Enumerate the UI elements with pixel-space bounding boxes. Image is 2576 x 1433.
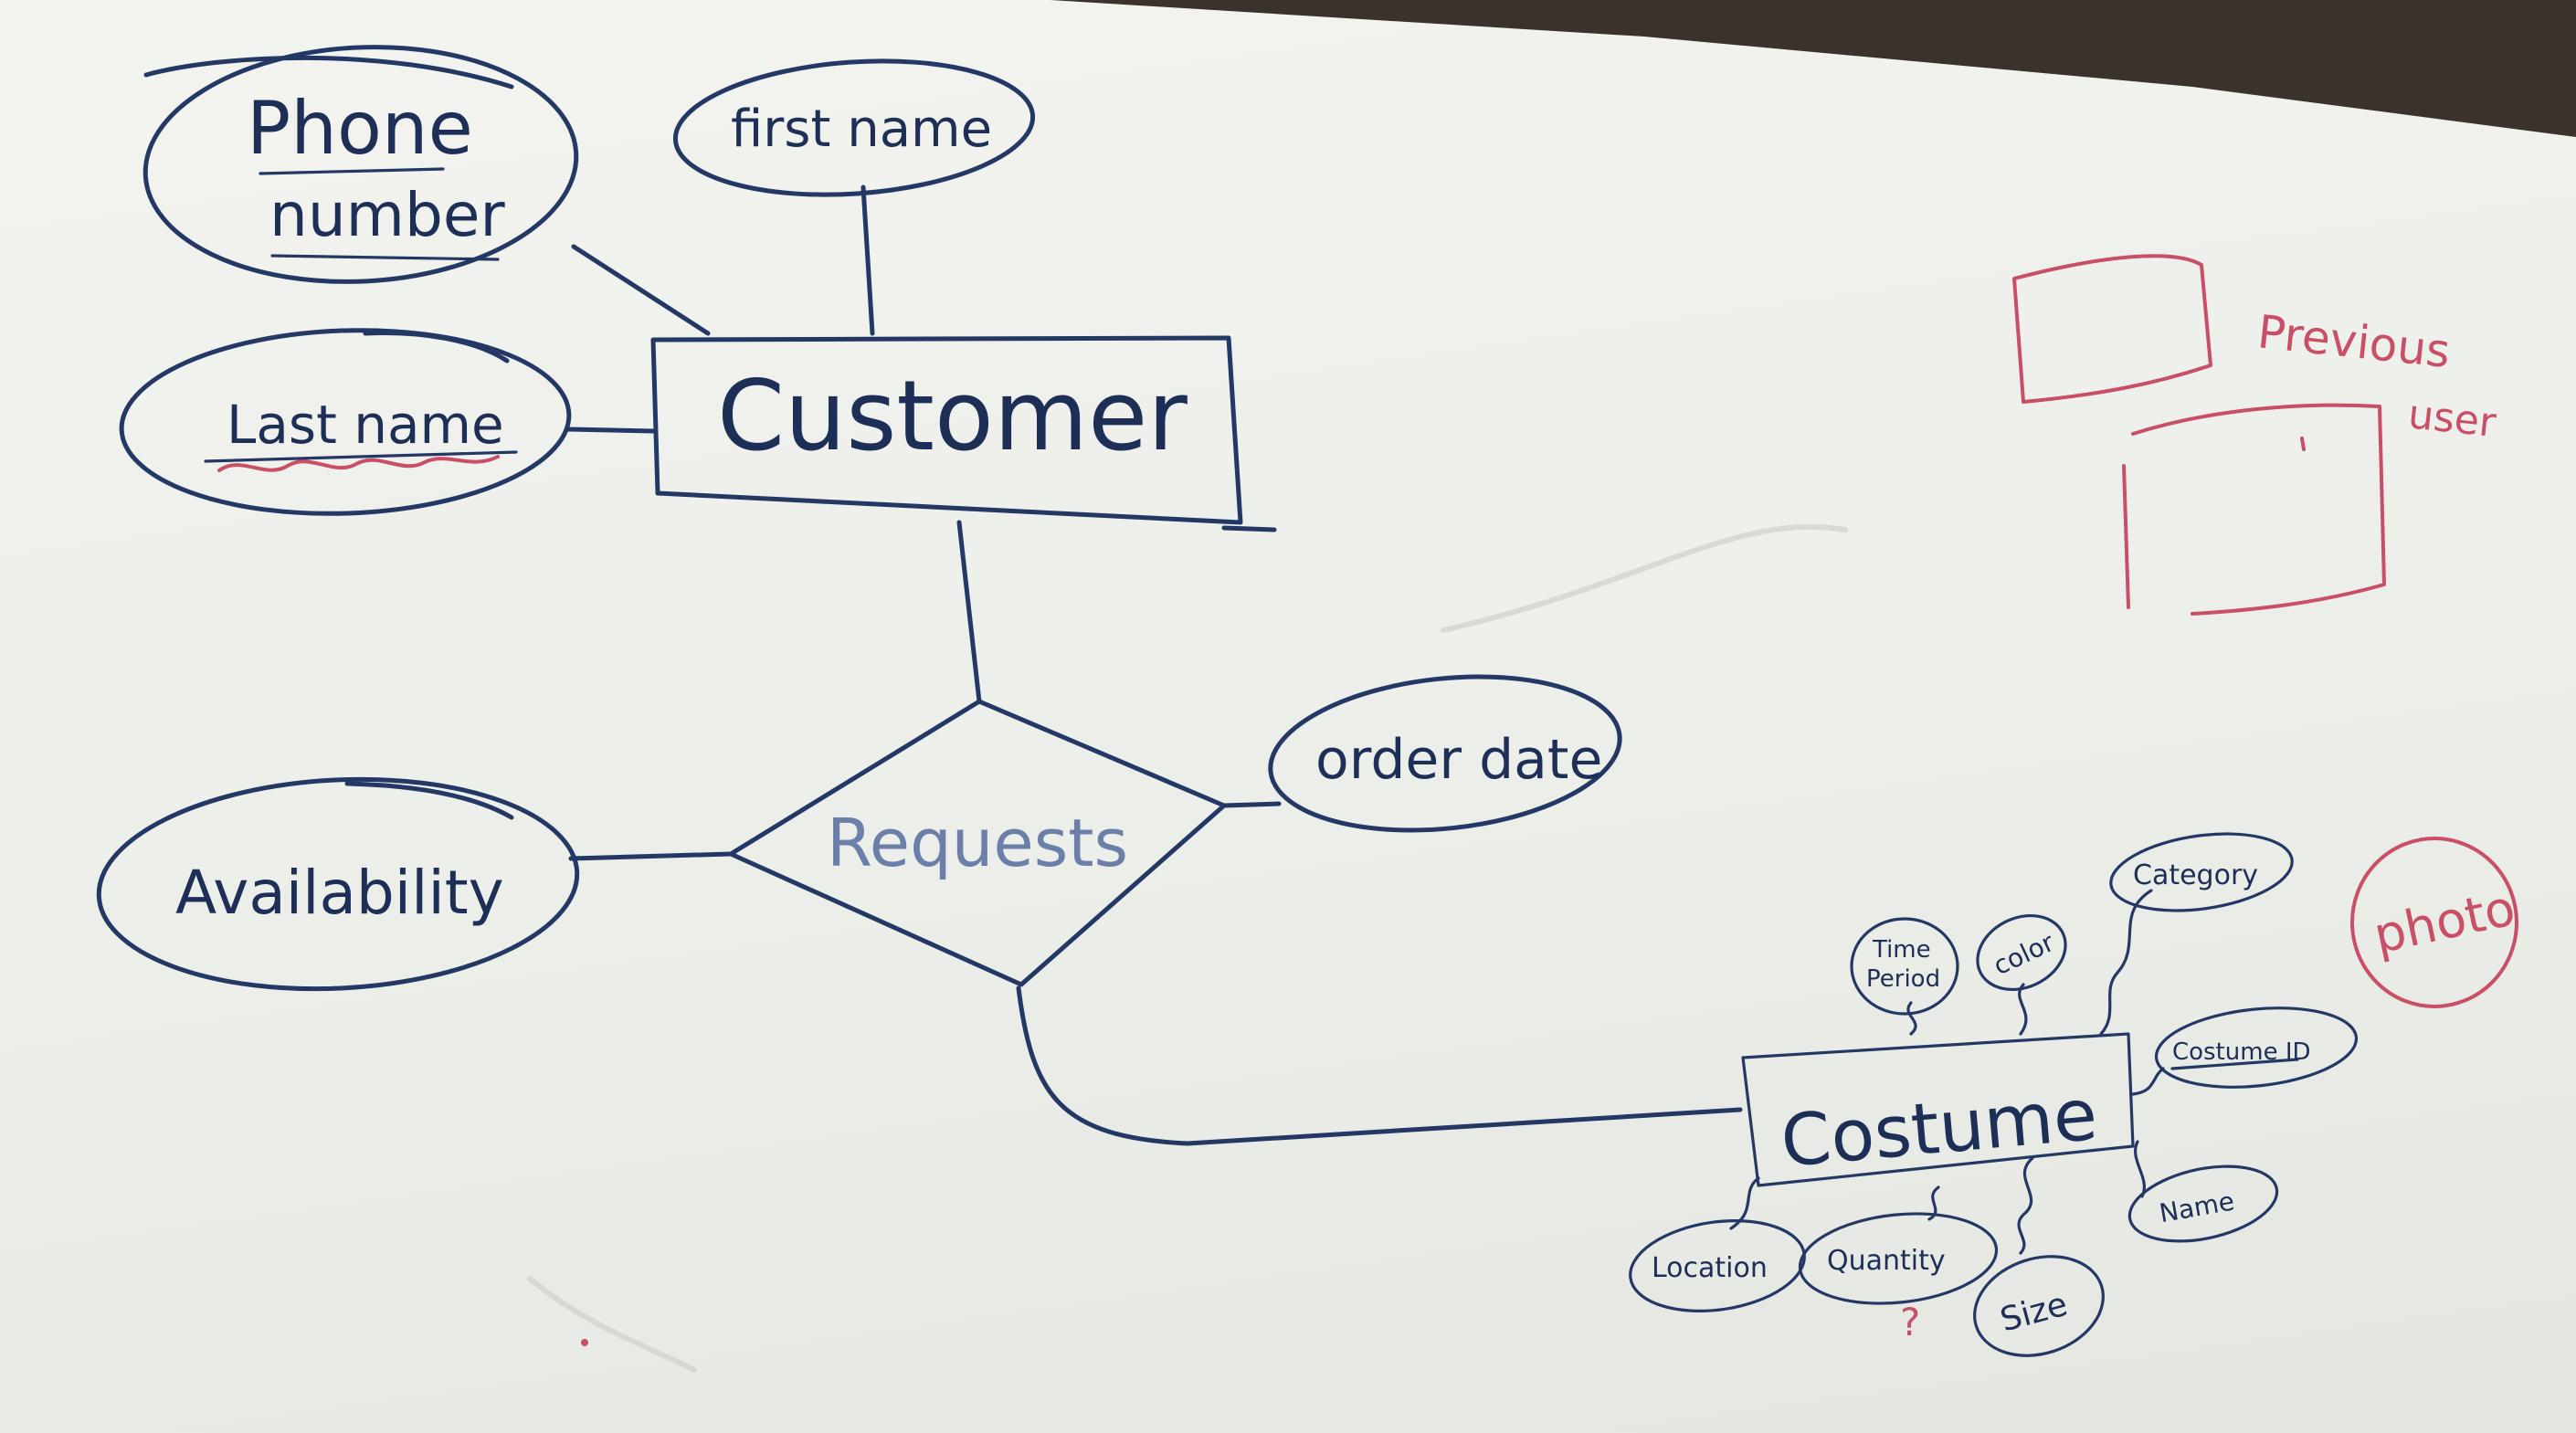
attribute-label: first name: [731, 100, 992, 159]
attribute-label: Time: [1872, 936, 1931, 964]
red-tick-mark: [2300, 437, 2306, 451]
relationship-requests: Requests: [728, 699, 1227, 987]
question-note: ?: [1900, 1300, 1920, 1344]
attribute-label: Quantity: [1827, 1245, 1946, 1277]
attribute-label: order date: [1315, 728, 1602, 792]
smudge-mark: [1441, 523, 1848, 633]
attribute-oval-overstroke: [344, 781, 514, 820]
attribute-label: Location: [1652, 1252, 1768, 1284]
attribute-oval: [96, 776, 580, 992]
red-box-sketch: [2012, 254, 2212, 404]
attribute-label: Category: [2133, 859, 2258, 891]
previous-user-note: Previous user: [2012, 254, 2499, 616]
attribute-oval-overstroke: [363, 331, 510, 364]
smudge-mark: [527, 1276, 697, 1373]
red-circle: [2350, 837, 2518, 1008]
attribute-label: number: [269, 180, 505, 250]
attribute-oval: [1850, 917, 1959, 1016]
attribute-label: Phone: [247, 86, 473, 171]
attribute-label: Last name: [227, 394, 504, 456]
attribute-last-name: Last name: [119, 328, 572, 516]
attribute-time-period: Time Period: [1850, 917, 1959, 1016]
attribute-phone-number: Phone number: [143, 45, 579, 284]
attribute-oval-overstroke: [143, 55, 514, 90]
relationship-diamond: [728, 699, 1227, 987]
entity-box-overstroke: [1221, 525, 1277, 532]
connector-category-costume: [2099, 889, 2153, 1036]
entity-label: Customer: [717, 360, 1188, 472]
attribute-availability: Availability: [96, 776, 580, 992]
attribute-oval: [1629, 1219, 1806, 1312]
connector-customer-requests: [956, 520, 982, 704]
attribute-oval: [2109, 832, 2294, 912]
key-underline: [2170, 1058, 2299, 1070]
board-frame: [1050, 0, 2576, 137]
attribute-oval: [119, 328, 572, 516]
attribute-label: Name: [2157, 1185, 2236, 1228]
attribute-label: color: [1989, 927, 2059, 981]
key-underline: [204, 450, 518, 463]
photo-note: photo: [2350, 837, 2520, 1008]
note-label: photo: [2369, 879, 2519, 964]
entity-customer: Customer: [650, 335, 1277, 532]
entity-costume: Costume: [1741, 1032, 2135, 1187]
note-label: Previous: [2255, 305, 2453, 378]
connector-requests-costume: [1016, 985, 1743, 1146]
connector-size-costume: [2017, 1156, 2034, 1255]
connector-timeperiod-costume: [1906, 1001, 1917, 1036]
note-label: user: [2406, 391, 2499, 447]
attribute-oval: [1976, 913, 2067, 992]
connector-quantity-costume: [1927, 1185, 1940, 1221]
attribute-color: color: [1976, 913, 2067, 992]
attribute-first-name: first name: [672, 58, 1036, 197]
key-underline: [259, 167, 445, 175]
connector-requests-orderdate: [1221, 801, 1282, 808]
connector-color-costume: [2018, 983, 2028, 1036]
attribute-name: Name: [2127, 1164, 2279, 1243]
attribute-oval: [2154, 1006, 2359, 1089]
red-box-sketch: [2122, 403, 2386, 616]
entity-label: Costume: [1778, 1074, 2100, 1184]
attribute-category: Category: [2109, 832, 2294, 912]
connector-phone-customer: [571, 244, 711, 336]
attribute-oval: [143, 45, 579, 284]
attribute-location: Location: [1629, 1219, 1806, 1312]
attribute-label: Size: [1997, 1286, 2072, 1340]
key-underline: [270, 254, 500, 261]
red-dot: [581, 1339, 588, 1346]
attribute-oval: [1268, 674, 1622, 833]
attribute-size: Size: [1973, 1255, 2105, 1357]
connector-location-costume: [1729, 1176, 1760, 1230]
attribute-order-date: order date: [1268, 674, 1622, 833]
entity-box: [1741, 1032, 2135, 1187]
attribute-oval: [672, 58, 1036, 197]
attribute-oval: [2127, 1164, 2279, 1243]
connector-lastname-customer: [565, 427, 656, 434]
connector-name-costume: [2134, 1140, 2146, 1198]
attribute-label: Period: [1866, 965, 1940, 993]
attribute-oval: [1973, 1255, 2105, 1357]
entity-box: [650, 335, 1243, 525]
connector-availability-requests: [568, 851, 734, 861]
connector-costumeid-costume: [2131, 1067, 2165, 1096]
attribute-quantity: Quantity ?: [1798, 1212, 1999, 1344]
attribute-label: Costume ID: [2172, 1038, 2311, 1066]
red-squiggle-underline: [217, 455, 500, 472]
connector-firstname-customer: [860, 184, 875, 336]
relationship-label: Requests: [827, 805, 1128, 881]
attribute-label: Availability: [175, 858, 504, 928]
attribute-costume-id: Costume ID: [2154, 1006, 2359, 1089]
